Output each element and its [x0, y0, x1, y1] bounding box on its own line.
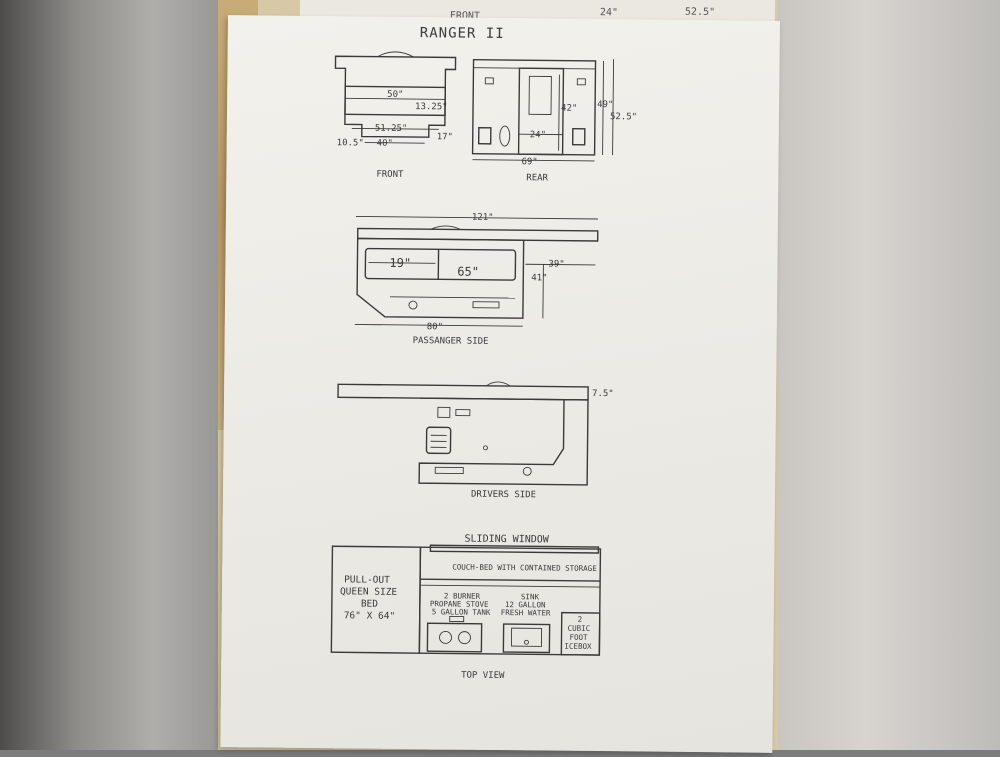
- rear-caption: REAR: [526, 173, 548, 183]
- front-dim: 17": [437, 132, 453, 142]
- icebox-label: CUBIC: [568, 624, 591, 633]
- blueprint-drawing: RANGER II 50" 13.25" 51.25" 40" 10.5" 17…: [220, 15, 780, 753]
- passenger-caption: PASSANGER SIDE: [413, 336, 489, 347]
- background-sheet-dim: 24": [600, 7, 618, 18]
- blurred-background-left: [0, 0, 218, 750]
- front-dim: 50": [387, 90, 403, 100]
- passenger-dim: 39": [548, 259, 564, 269]
- icebox-label: ICEBOX: [564, 642, 592, 651]
- passenger-side-view: 121" 19" 65" 39" 41" 80" PASSANGER SIDE: [355, 211, 598, 348]
- stove-label: 5 GALLON TANK: [432, 607, 491, 617]
- rear-view: 24" 42" 69" 49" 52.5" REAR: [472, 58, 637, 185]
- rear-dim: 49": [597, 100, 613, 110]
- bed-label: QUEEN SIZE: [340, 586, 398, 598]
- front-dim: 13.25": [415, 102, 448, 112]
- icebox-label: 2: [578, 615, 583, 624]
- background-sheet-dim: 52.5": [685, 7, 715, 19]
- bed-label: BED: [361, 599, 379, 610]
- sink-label: FRESH WATER: [501, 608, 551, 618]
- front-dim: 10.5": [337, 138, 364, 148]
- front-view: 50" 13.25" 51.25" 40" 10.5" 17" FRONT: [334, 51, 455, 180]
- front-dim: 40": [377, 139, 393, 149]
- icebox-label: FOOT: [569, 633, 588, 642]
- top-view-caption: TOP VIEW: [461, 671, 505, 681]
- rear-dim: 24": [530, 130, 546, 140]
- drivers-dim: 7.5": [592, 389, 614, 399]
- passenger-dim: 121": [472, 213, 494, 223]
- passenger-dim: 19": [389, 256, 411, 270]
- front-dim: 51.25": [375, 124, 408, 134]
- blueprint-title: RANGER II: [420, 25, 505, 42]
- rear-dim: 52.5": [610, 112, 637, 122]
- top-view: SLIDING WINDOW COUCH-BED WITH CONTAINED …: [331, 532, 601, 682]
- passenger-dim: 41": [531, 273, 547, 283]
- bed-label: 76" X 64": [344, 610, 396, 622]
- rear-dim: 69": [521, 157, 537, 167]
- bed-label: PULL-OUT: [344, 574, 390, 585]
- passenger-dim: 65": [457, 265, 479, 279]
- couch-label: COUCH-BED WITH CONTAINED STORAGE: [452, 562, 597, 573]
- drivers-side-view: 7.5" DRIVERS SIDE: [337, 380, 614, 501]
- passenger-dim: 80": [427, 322, 443, 332]
- blueprint-sheet: RANGER II 50" 13.25" 51.25" 40" 10.5" 17…: [220, 15, 780, 753]
- sliding-window-label: SLIDING WINDOW: [464, 534, 549, 546]
- blurred-background-right: [778, 0, 1000, 750]
- front-caption: FRONT: [376, 170, 404, 180]
- rear-dim: 42": [561, 104, 577, 114]
- drivers-caption: DRIVERS SIDE: [471, 490, 536, 501]
